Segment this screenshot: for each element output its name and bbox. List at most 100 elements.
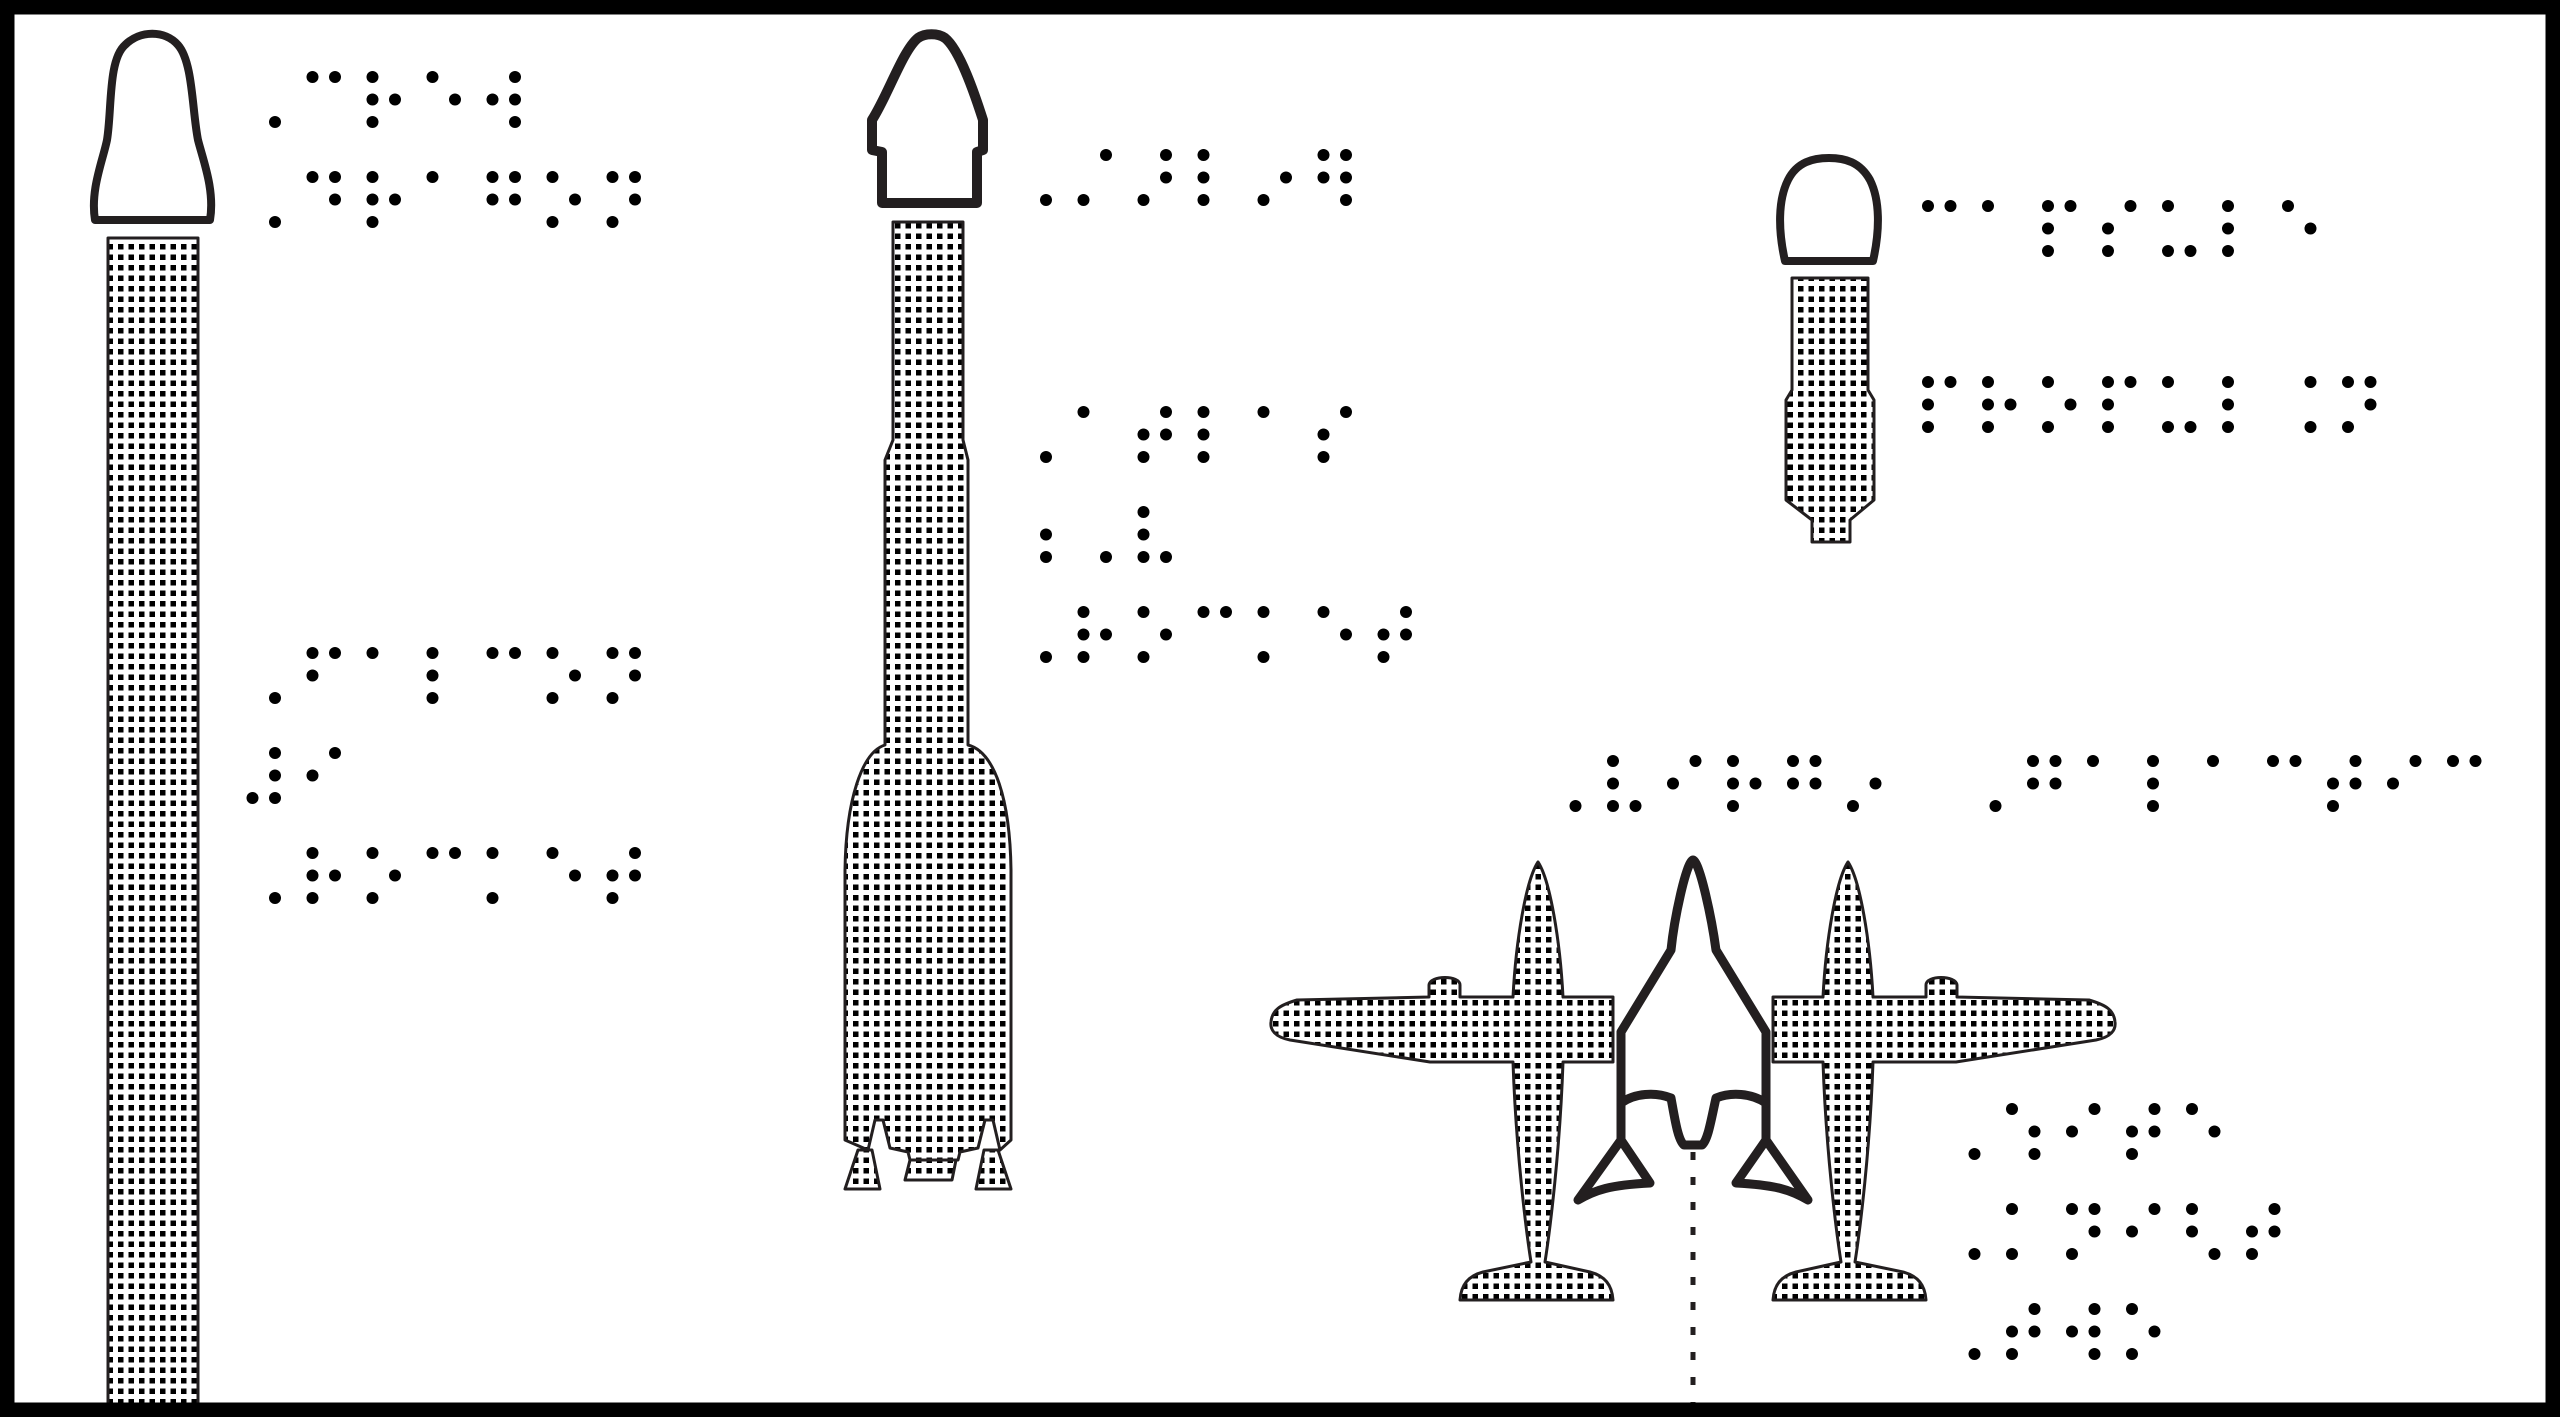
braille-dot: [486, 892, 499, 904]
braille-dot: [2042, 245, 2054, 257]
braille-dot: [2004, 398, 2017, 411]
braille-dot: [2006, 1103, 2018, 1115]
braille-dot: [1160, 171, 1172, 184]
braille-dot: [486, 647, 499, 659]
braille-dot: [509, 647, 521, 659]
braille-dot: [2102, 245, 2114, 257]
braille-dot: [606, 692, 619, 704]
braille-dot: [306, 847, 319, 859]
braille-dot: [269, 692, 281, 704]
braille-dot: [2042, 200, 2054, 212]
braille-dot: [1689, 755, 1702, 767]
braille-dot: [1040, 451, 1052, 463]
braille-dot: [449, 93, 461, 106]
braille-dot: [2148, 1103, 2161, 1115]
braille-dot: [1340, 149, 1352, 161]
braille-dot: [2042, 222, 2054, 235]
braille-dot: [366, 892, 379, 904]
braille-dot: [546, 847, 559, 859]
braille-dot: [629, 193, 641, 206]
braille-dot: [2028, 1148, 2041, 1160]
falcon-9-body: [106, 236, 200, 1417]
braille-dot: [329, 193, 341, 206]
braille-dot: [1137, 451, 1150, 463]
braille-dot: [389, 193, 401, 206]
braille-dot: [2066, 1325, 2078, 1338]
braille-dot: [2162, 376, 2174, 388]
braille-label-capsule-propulsion: ⠉⠁⠏⠎⠥⠇⠑⠏⠗⠕⠏⠥⠇⠨⠝: [1922, 200, 2377, 433]
braille-dot: [2066, 1248, 2078, 1260]
braille-dot: [1809, 777, 1822, 790]
braille-dot: [366, 116, 379, 128]
braille-dot: [1197, 149, 1210, 161]
braille-dot: [2222, 376, 2234, 388]
nozzle-left: [843, 1148, 882, 1191]
braille-dot: [1160, 406, 1172, 418]
braille-dot: [1100, 149, 1112, 161]
braille-dot: [2147, 755, 2159, 767]
braille-dot: [2184, 245, 2197, 257]
braille-dot: [1137, 651, 1150, 663]
braille-dot: [2268, 1225, 2281, 1238]
braille-dot: [269, 892, 281, 904]
braille-dot: [1257, 406, 1270, 418]
braille-dot: [546, 647, 559, 659]
braille-dot: [569, 669, 581, 682]
braille-dot: [2207, 755, 2219, 767]
braille-dot: [329, 71, 341, 83]
braille-line: ⠠⠗⠕⠉⠅⠑⠞: [269, 847, 641, 904]
braille-dot: [2268, 1203, 2281, 1215]
braille-dot: [2304, 376, 2317, 388]
braille-dot: [2342, 421, 2354, 433]
braille-dot: [1869, 777, 1882, 790]
braille-dot: [1257, 194, 1270, 206]
braille-dot: [306, 892, 319, 904]
braille-dot: [2162, 200, 2174, 212]
braille-dot: [1982, 200, 1994, 212]
braille-dot: [1197, 194, 1210, 206]
braille-line: ⠠⠞⠺⠕: [1968, 1303, 2161, 1360]
braille-dot: [1400, 606, 1412, 618]
braille-dot: [1968, 1148, 1981, 1160]
braille-dot: [2066, 1203, 2078, 1215]
braille-dot: [2349, 777, 2362, 790]
braille-dot: [2186, 1103, 2198, 1115]
braille-dot: [2222, 398, 2234, 411]
braille-dot: [1317, 171, 1330, 184]
braille-dot: [2162, 245, 2174, 257]
atlas-v-body: [843, 220, 1013, 1162]
braille-label-virgin-galactic: ⠠⠧⠊⠗⠛⠔⠀⠠⠛⠁⠇⠁⠉⠞⠊⠉: [1569, 755, 2482, 812]
braille-dot: [2304, 421, 2317, 433]
braille-dot: [1944, 200, 1957, 212]
braille-dot: [2162, 421, 2174, 433]
braille-dot: [2289, 755, 2302, 767]
braille-line: ⠠⠋⠁⠇⠉⠕⠝: [269, 647, 641, 704]
braille-dot: [2447, 755, 2459, 767]
braille-dot: [2469, 755, 2482, 767]
braille-dot: [1137, 606, 1150, 618]
braille-dot: [2042, 421, 2054, 433]
braille-dot: [1377, 628, 1390, 641]
braille-dot: [2126, 1303, 2138, 1315]
braille-dot: [329, 171, 341, 183]
braille-dot: [449, 847, 461, 859]
spaceshiptwo-fin-right: [1731, 1135, 1813, 1205]
braille-dot: [1257, 651, 1270, 663]
braille-line: ⠰⠠⠧: [1040, 506, 1172, 563]
capsule-propulsion-figure: [1776, 154, 1882, 544]
braille-dot: [2282, 200, 2294, 212]
braille-dot: [1727, 755, 1739, 767]
braille-dot: [2027, 777, 2039, 790]
braille-dot: [2027, 755, 2039, 767]
braille-dot: [426, 669, 439, 682]
braille-dot: [2126, 1348, 2138, 1360]
braille-line: ⠠⠧⠊⠗⠛⠔⠀⠠⠛⠁⠇⠁⠉⠞⠊⠉: [1569, 755, 2482, 812]
crew-dragon-capsule: [89, 29, 216, 224]
braille-dot: [2147, 800, 2159, 812]
propulsion-module: [1784, 276, 1876, 544]
falcon-9-rocket-figure: [89, 29, 216, 1417]
braille-dot: [2304, 222, 2317, 235]
braille-dot: [2409, 755, 2422, 767]
braille-label-crew-dragon: ⠠⠉⠗⠑⠺⠠⠙⠗⠁⠛⠕⠝: [269, 71, 641, 228]
braille-line: ⠏⠗⠕⠏⠥⠇⠨⠝: [1922, 376, 2377, 433]
